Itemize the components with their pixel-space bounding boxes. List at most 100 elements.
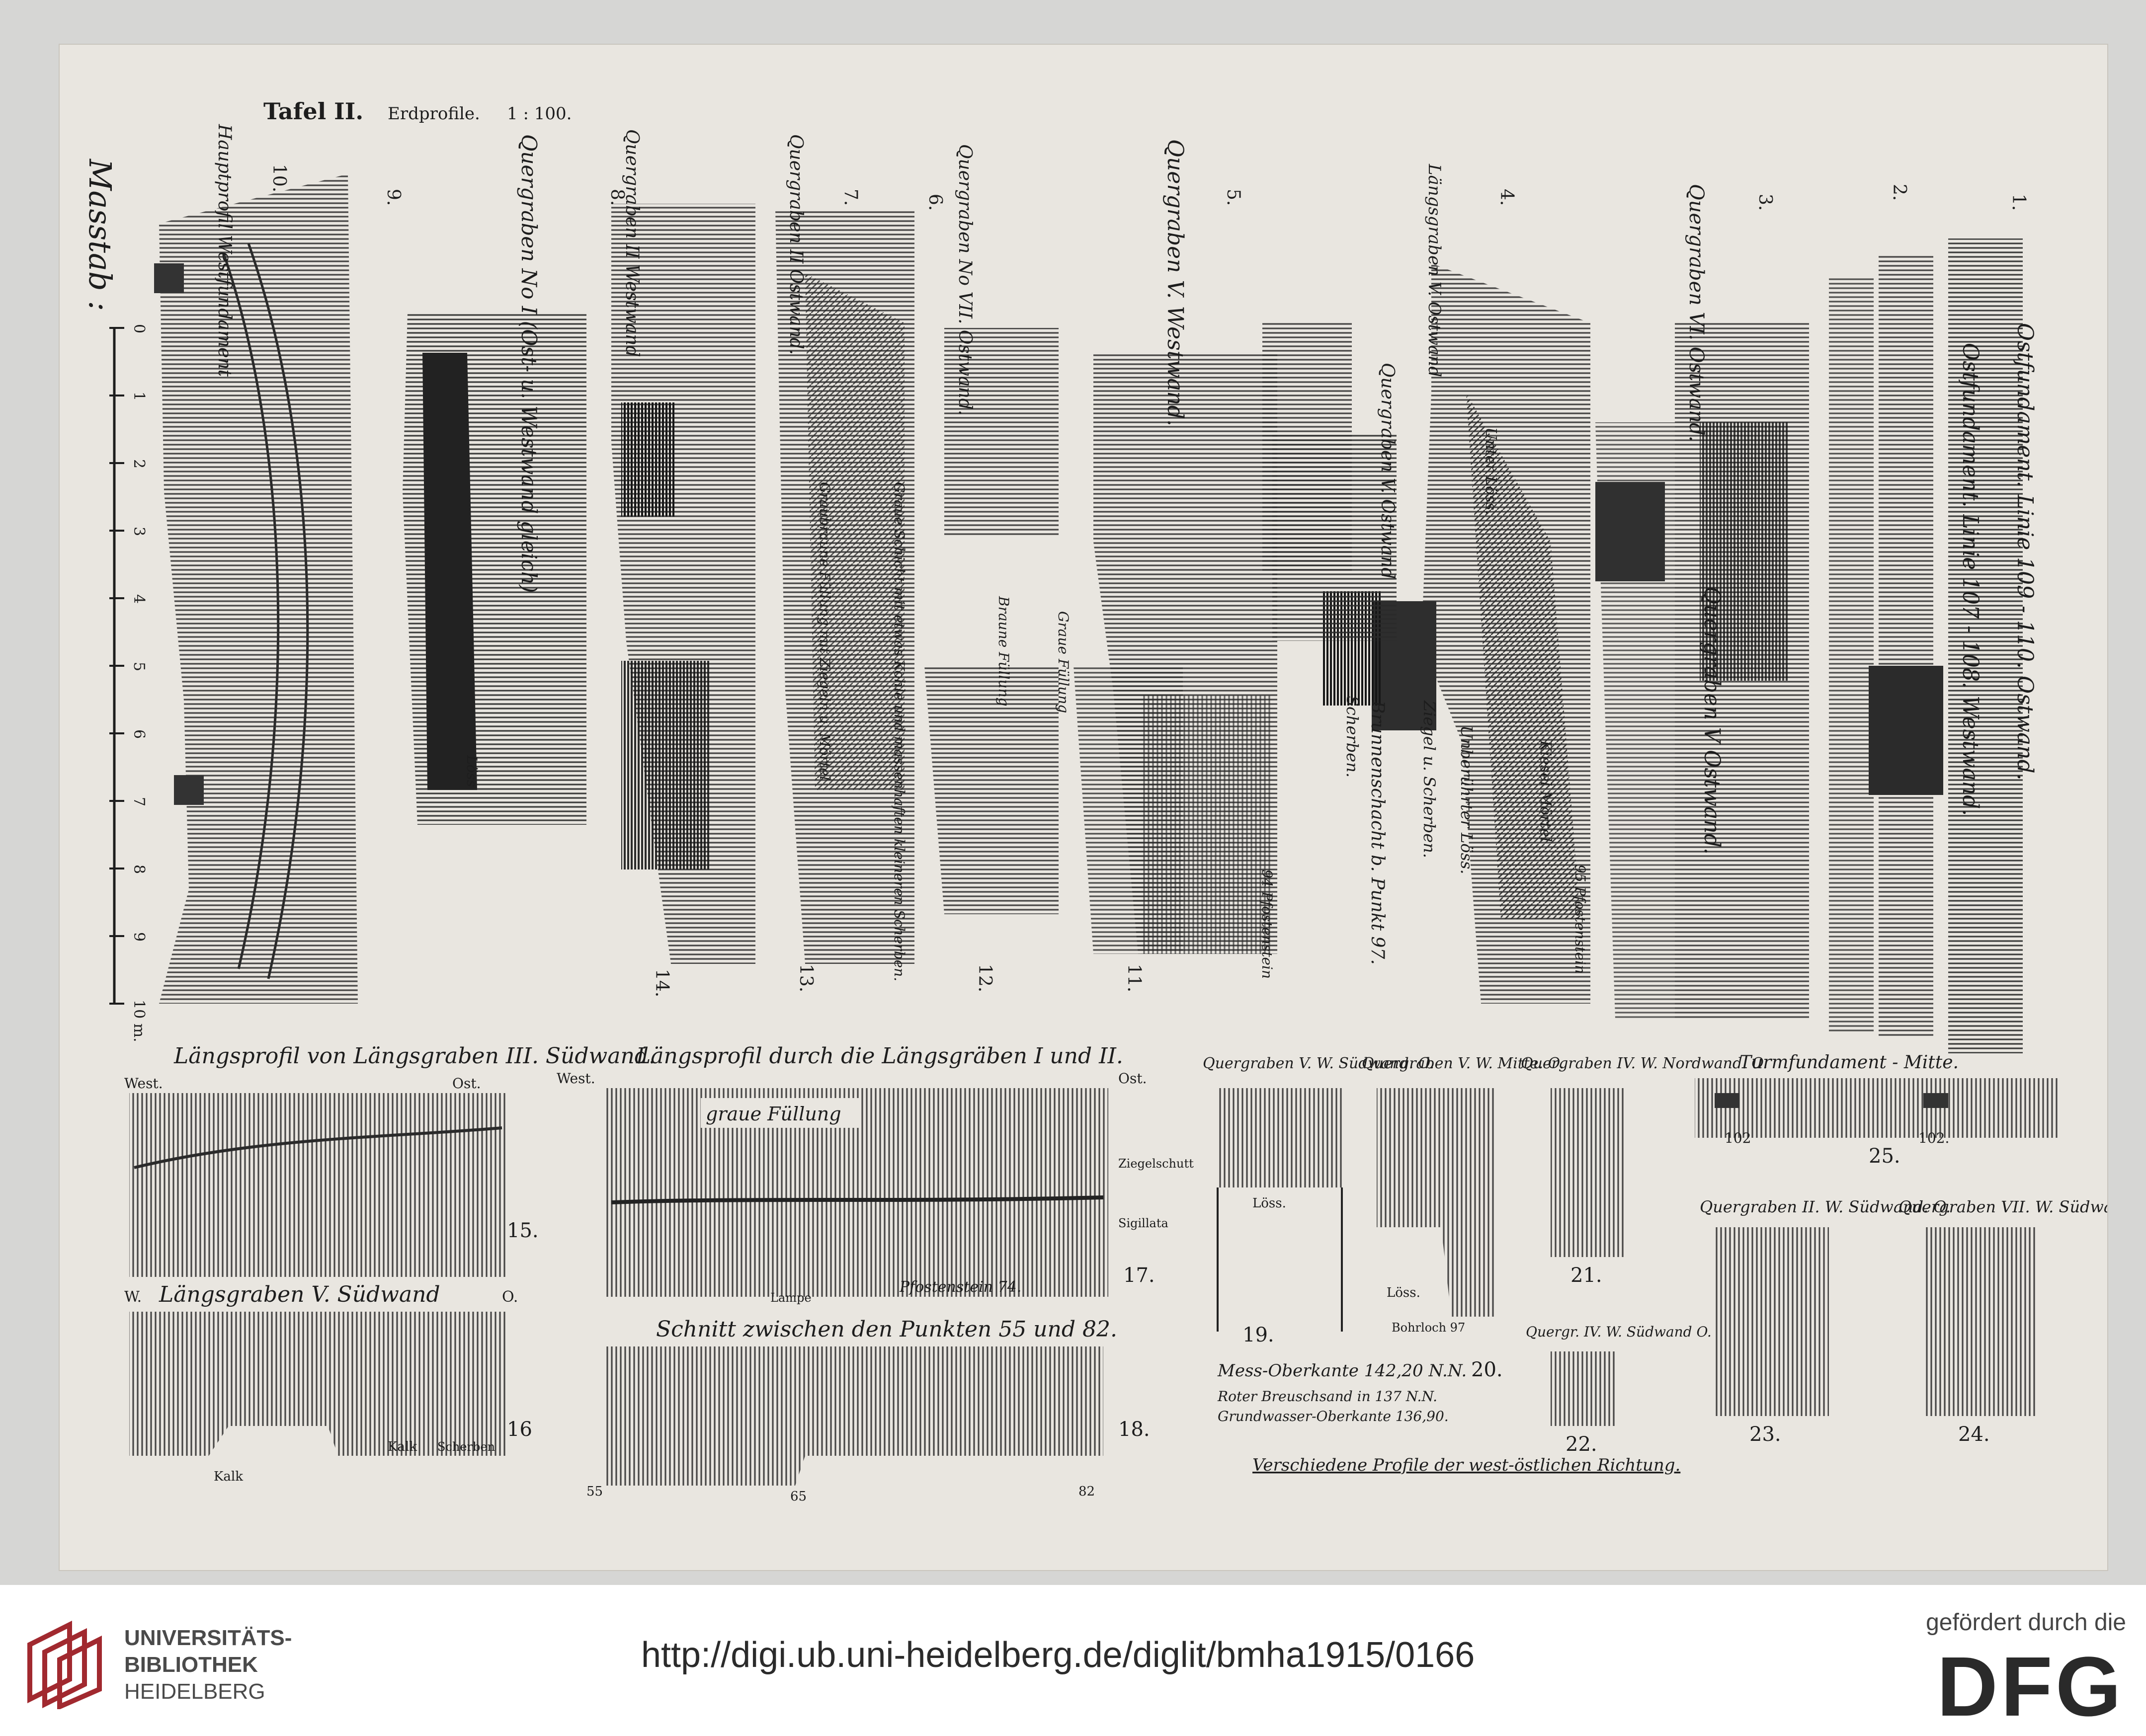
svg-text:Ost.: Ost.	[1118, 1070, 1147, 1087]
svg-text:Pfostenstein 74.: Pfostenstein 74.	[899, 1278, 1021, 1296]
scalebar-tick-label: 4	[130, 594, 148, 604]
svg-text:Ziegelschutt: Ziegelschutt	[1118, 1157, 1194, 1171]
svg-text:21.: 21.	[1570, 1264, 1602, 1287]
svg-text:Kalk: Kalk	[388, 1439, 417, 1454]
svg-text:2.: 2.	[1889, 184, 1909, 201]
svg-text:Quergraben V. W. Südwand. O.: Quergraben V. W. Südwand. O.	[1203, 1055, 1434, 1072]
svg-text:Ziegel u. Scherben.: Ziegel u. Scherben.	[1420, 700, 1439, 858]
title-fig17: Längsprofil durch die Längsgräben I und …	[636, 1043, 1123, 1069]
svg-text:West.: West.	[124, 1075, 163, 1092]
vtitle-11: Quergraben No I (Ost- u. Westwand gleich…	[517, 134, 541, 593]
title-scale: 1 : 100.	[507, 104, 572, 124]
svg-text:Bohrloch 97: Bohrloch 97	[1392, 1321, 1465, 1335]
title-tafel: Tafel II.	[263, 98, 363, 125]
svg-text:94 Pfostenstein: 94 Pfostenstein	[1259, 869, 1275, 979]
svg-text:55: 55	[586, 1484, 603, 1499]
vtitle-9: Quergraben II Ostwand.	[786, 134, 806, 355]
svg-text:Quergr. IV. W. Südwand O.: Quergr. IV. W. Südwand O.	[1526, 1324, 1712, 1340]
scalebar-tick-label: 7	[130, 797, 148, 806]
svg-text:Verschiedene Profile der west-: Verschiedene Profile der west-östlichen …	[1252, 1455, 1680, 1475]
svg-text:102: 102	[1725, 1130, 1751, 1146]
vertical-titles: Ostfundament. Linie 109 - 110. Ostwand. …	[214, 124, 2038, 855]
institution-line-3: HEIDELBERG	[124, 1679, 265, 1704]
svg-text:20.: 20.	[1471, 1358, 1503, 1381]
svg-text:Braune Füllung: Braune Füllung	[995, 596, 1012, 707]
scalebar-tick-label: 1	[130, 392, 148, 401]
svg-text:3.: 3.	[1755, 194, 1775, 211]
institution-line-2: BIBLIOTHEK	[124, 1653, 258, 1677]
svg-text:Roter Breuschsand in 137 N.N.: Roter Breuschsand in 137 N.N.	[1217, 1388, 1437, 1405]
title-fig18: Schnitt zwischen den Punkten 55 und 82.	[656, 1317, 1117, 1342]
institution-line-1: UNIVERSITÄTS-	[124, 1626, 292, 1650]
svg-text:West.: West.	[557, 1070, 595, 1087]
scalebar-tick-label: 9	[130, 932, 148, 942]
svg-text:Grundwasser-Oberkante 136,90.: Grundwasser-Oberkante 136,90.	[1218, 1408, 1449, 1424]
viewer-footer: UNIVERSITÄTS- BIBLIOTHEK HEIDELBERG http…	[0, 1585, 2146, 1736]
scalebar-tick-label: 10 m.	[130, 1000, 148, 1042]
svg-text:11.: 11.	[1124, 964, 1144, 992]
vtitle-12: Hauptprofil Westfundament	[214, 124, 235, 377]
svg-text:1.: 1.	[2008, 194, 2029, 211]
svg-text:Scherben: Scherben	[437, 1440, 495, 1454]
title-fig16: Längsgraben V. Südwand	[159, 1282, 440, 1307]
scalebar-tick-label: 8	[130, 865, 148, 874]
svg-text:102.: 102.	[1918, 1130, 1949, 1146]
svg-text:O.: O.	[502, 1288, 518, 1306]
vtitle-2: Ostfundament. Linie 107 - 108. Westwand.	[1958, 343, 1983, 816]
svg-text:Graubraune Füllung mit Ziegeln: Graubraune Füllung mit Ziegeln u. Mörtel	[817, 482, 833, 781]
svg-text:24.: 24.	[1958, 1423, 1990, 1446]
svg-text:16: 16	[507, 1418, 532, 1441]
vtitle-7: Quergraben V. Westwand.	[1162, 139, 1188, 426]
svg-text:Quergraben IV. W. Nordwand. O.: Quergraben IV. W. Nordwand. O.	[1521, 1055, 1768, 1072]
university-library-logo-icon	[27, 1620, 102, 1709]
svg-text:25.: 25.	[1869, 1145, 1900, 1168]
upper-figure-numbers: 1. 2. 3. 4. 5. 6. 7. 8. 9. 10. 11. 12. 1…	[269, 164, 2029, 997]
svg-text:graue Füllung: graue Füllung	[706, 1103, 841, 1125]
svg-text:Graue Schicht mit etwas Kohle: Graue Schicht mit etwas Kohle und massen…	[891, 482, 908, 981]
vtitle-8: Quergraben No VII. Ostwand.	[955, 144, 975, 415]
svg-text:Kiesel Mörtel: Kiesel Mörtel	[1537, 740, 1554, 842]
svg-text:Brunnenschacht b. Punkt 97.: Brunnenschacht b. Punkt 97.	[1367, 700, 1388, 965]
svg-text:Quergraben II. W. Südwand. O.: Quergraben II. W. Südwand. O.	[1700, 1197, 1951, 1216]
svg-text:W.: W.	[124, 1288, 142, 1306]
scalebar-tick-label: 5	[130, 662, 148, 671]
svg-text:17.: 17.	[1123, 1264, 1155, 1287]
svg-text:Mess-Oberkante 142,20 N.N.: Mess-Oberkante 142,20 N.N.	[1217, 1361, 1467, 1381]
svg-text:19.: 19.	[1242, 1324, 1274, 1346]
scalebar-tick-label: 2	[130, 459, 148, 469]
svg-text:15.: 15.	[507, 1219, 539, 1242]
svg-text:10.: 10.	[269, 164, 289, 192]
vtitle-1: Ostfundament. Linie 109 - 110. Ostwand.	[2012, 323, 2038, 781]
dfg-logo: DFG	[1937, 1640, 2124, 1734]
svg-text:5.: 5.	[1223, 189, 1243, 206]
svg-text:6.: 6.	[925, 194, 945, 211]
svg-text:Löss.: Löss.	[1252, 1196, 1286, 1211]
upper-profiles	[154, 174, 2023, 1053]
plate-title: Tafel II. Erdprofile. 1 : 100.	[263, 98, 572, 125]
svg-text:Lampe: Lampe	[770, 1291, 812, 1305]
svg-text:7.: 7.	[840, 189, 861, 206]
vtitle-6: Quergraben V. Ostwand	[1377, 363, 1398, 579]
svg-text:23.: 23.	[1749, 1423, 1781, 1446]
svg-text:Graue Füllung: Graue Füllung	[1055, 611, 1072, 713]
plate-drawing: Tafel II. Erdprofile. 1 : 100. Masstab :…	[82, 98, 2107, 1504]
svg-text:Löss: Löss	[464, 755, 480, 787]
svg-text:Unter Löss.: Unter Löss.	[1482, 427, 1499, 515]
svg-text:13.: 13.	[796, 964, 816, 992]
archaeological-plate: Tafel II. Erdprofile. 1 : 100. Masstab :…	[60, 45, 2107, 1570]
vertical-annotations: Brunnenschacht b. Punkt 97. Unberührter …	[464, 427, 1588, 981]
svg-text:95 Pfostenstein: 95 Pfostenstein	[1572, 865, 1588, 974]
permalink-url[interactable]: http://digi.ub.uni-heidelberg.de/diglit/…	[641, 1635, 1475, 1675]
svg-text:14.: 14.	[652, 969, 672, 997]
svg-text:Turmfundament - Mitte.: Turmfundament - Mitte.	[1739, 1052, 1959, 1073]
vtitle-3: Quergraben V Ostwand.	[1699, 586, 1725, 855]
svg-text:9.: 9.	[383, 189, 404, 206]
institution-name: UNIVERSITÄTS- BIBLIOTHEK HEIDELBERG	[124, 1625, 292, 1705]
svg-text:Scherben.: Scherben.	[1343, 696, 1362, 778]
svg-text:Löss.: Löss.	[1387, 1285, 1420, 1300]
bottom-profiles: Längsprofil von Längsgraben III. Südwand…	[124, 1043, 2107, 1504]
svg-text:4.: 4.	[1496, 189, 1517, 206]
svg-text:Ost.: Ost.	[452, 1075, 481, 1092]
svg-text:Sigillata: Sigillata	[1118, 1216, 1168, 1230]
